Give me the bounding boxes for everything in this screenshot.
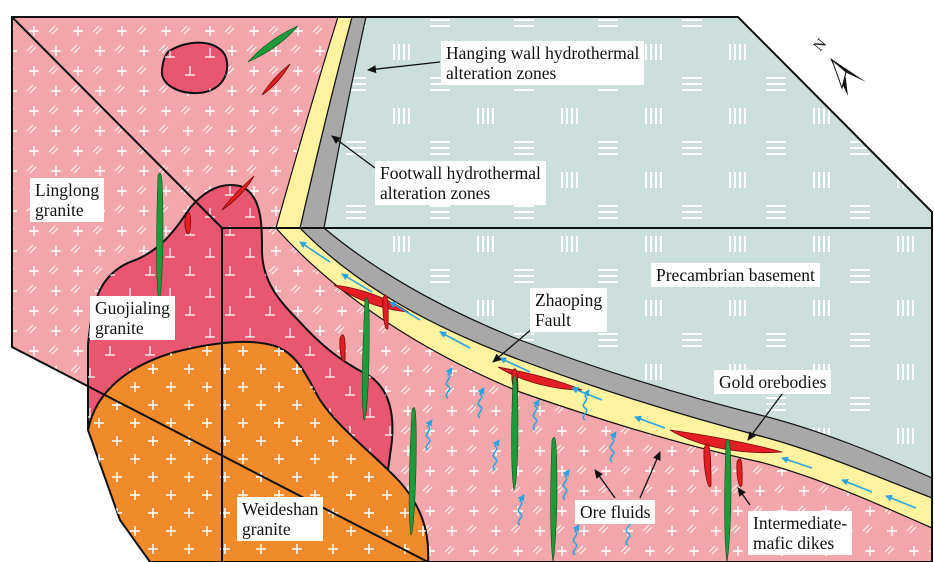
north-arrow: N [811, 36, 866, 96]
label-intermediate-mafic-dikes: Intermediate- mafic dikes [748, 511, 852, 555]
label-line: granite [35, 200, 99, 220]
label-line: Fault [535, 310, 602, 330]
north-arrow-label: N [811, 36, 830, 55]
label-line: Linglong [35, 180, 99, 200]
label-linglong-granite: Linglong granite [30, 178, 104, 222]
label-footwall-alteration: Footwall hydrothermal alteration zones [375, 161, 546, 205]
guojialing-small-texture [162, 43, 227, 93]
label-line: mafic dikes [753, 533, 847, 553]
label-zhaoping-fault: Zhaoping Fault [530, 288, 607, 332]
label-guojialing-granite: Guojialing granite [90, 296, 175, 340]
label-precambrian-basement: Precambrian basement [651, 263, 820, 287]
label-line: Zhaoping [535, 290, 602, 310]
label-line: Gold orebodies [719, 372, 826, 392]
label-gold-orebodies: Gold orebodies [714, 370, 831, 394]
label-line: Intermediate- [753, 513, 847, 533]
label-hanging-wall-alteration: Hanging wall hydrothermal alteration zon… [441, 41, 644, 85]
orebody-small-a [185, 213, 191, 234]
label-line: Footwall hydrothermal [380, 163, 541, 183]
label-line: Hanging wall hydrothermal [446, 43, 639, 63]
label-line: Guojialing [95, 298, 170, 318]
label-line: granite [242, 519, 318, 539]
label-line: alteration zones [380, 183, 541, 203]
label-line: granite [95, 318, 170, 338]
label-line: Weideshan [242, 499, 318, 519]
label-line: Precambrian basement [656, 265, 815, 285]
label-line: alteration zones [446, 63, 639, 83]
label-line: Ore fluids [580, 502, 650, 522]
label-ore-fluids: Ore fluids [575, 500, 655, 524]
label-weideshan-granite: Weideshan granite [237, 497, 323, 541]
